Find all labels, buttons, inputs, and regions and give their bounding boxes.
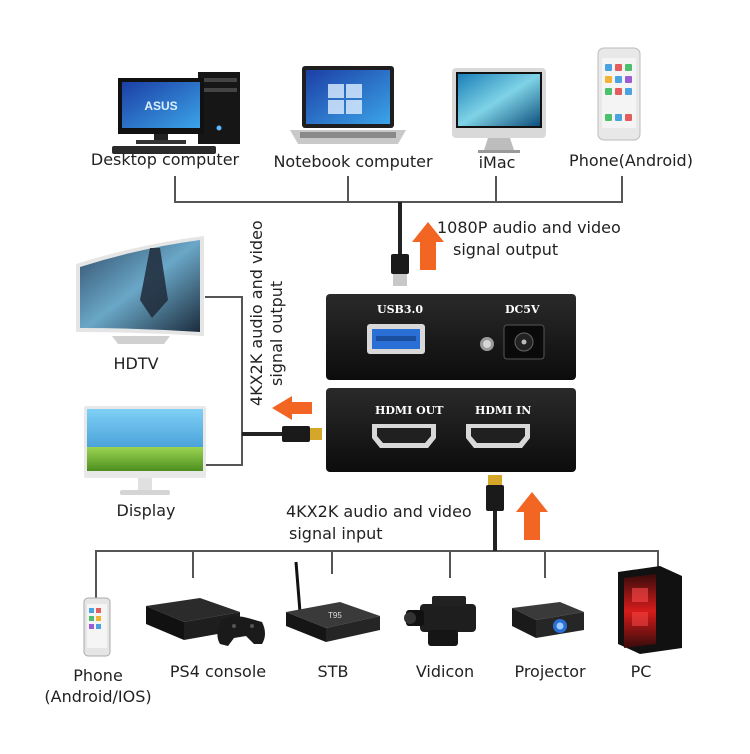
imac-image <box>452 68 546 153</box>
stb-label: STB <box>317 662 349 681</box>
dc5v-port-label: DC5V <box>505 303 540 316</box>
projector-image <box>512 602 584 638</box>
ps4-console-label: PS4 console <box>169 662 267 681</box>
desktop-computer-image: ASUS <box>112 72 240 154</box>
output-1080p-label-line2: signal output <box>453 240 559 259</box>
notebook-computer-image <box>290 66 406 144</box>
stb-box-image: T95 <box>286 561 380 642</box>
desktop-computer-label: Desktop computer <box>90 150 240 169</box>
output-4k-label-line2: signal output <box>267 280 286 386</box>
pc-label: PC <box>630 662 652 681</box>
hdtv-image <box>76 236 204 344</box>
asus-logo-text: ASUS <box>144 99 177 113</box>
left-output-wire <box>205 296 243 466</box>
output-4k-label-line1: 4KX2K audio and video <box>247 220 266 406</box>
capture-box-bottom <box>326 388 576 472</box>
notebook-computer-label: Notebook computer <box>273 152 433 171</box>
hdmi-out-port-label: HDMI OUT <box>375 404 444 417</box>
usb-output-arrow <box>412 222 444 270</box>
usb3-port-label: USB3.0 <box>377 303 423 316</box>
imac-label: iMac <box>478 153 516 172</box>
vidicon-label: Vidicon <box>415 662 475 681</box>
output-1080p-label-line1: 1080P audio and video <box>437 218 621 237</box>
bottom-phone-label-line2: (Android/IOS) <box>44 687 152 706</box>
stb-logo-text: T95 <box>328 611 342 620</box>
hdmi-output-cable-plug <box>282 426 322 442</box>
hdmi-in-port-label: HDMI IN <box>475 404 532 417</box>
display-label: Display <box>116 501 176 520</box>
display-monitor-image <box>84 406 206 495</box>
gaming-pc-image <box>618 566 682 654</box>
vidicon-camera-image <box>404 596 476 646</box>
bottom-bus-wire <box>95 550 659 603</box>
hdtv-label: HDTV <box>113 354 159 373</box>
ps4-console-image <box>146 598 265 646</box>
input-4k-label-line1: 4KX2K audio and video <box>286 502 472 521</box>
input-4k-label-line2: signal input <box>289 524 383 543</box>
capture-box <box>326 294 576 472</box>
phone-android-label: Phone(Android) <box>569 151 693 170</box>
hdmi-input-arrow <box>516 492 548 540</box>
top-bus-wire <box>174 176 623 203</box>
projector-label: Projector <box>514 662 586 681</box>
android-phone-image <box>597 47 641 141</box>
wires <box>95 176 659 603</box>
bottom-phone-label-line1: Phone <box>73 666 123 685</box>
hdmi-input-cable-plug <box>486 475 504 511</box>
hdmi-output-arrow <box>272 396 312 420</box>
usb-cable-plug <box>391 254 409 286</box>
mobile-phone-image <box>83 597 111 657</box>
